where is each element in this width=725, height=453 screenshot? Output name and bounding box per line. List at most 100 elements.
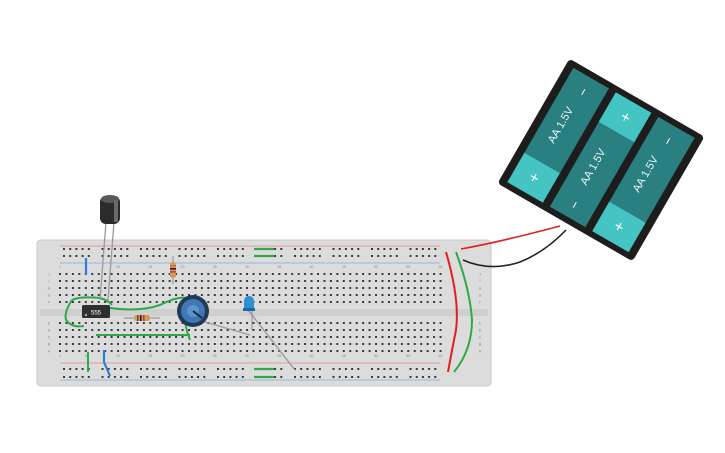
hole[interactable] <box>400 287 403 289</box>
hole[interactable] <box>110 322 113 324</box>
hole[interactable] <box>220 322 223 324</box>
hole[interactable] <box>375 287 378 289</box>
rail-hole[interactable] <box>383 255 386 257</box>
hole[interactable] <box>310 273 313 275</box>
hole[interactable] <box>342 329 345 331</box>
hole[interactable] <box>329 350 332 352</box>
hole[interactable] <box>284 301 287 303</box>
hole[interactable] <box>181 343 184 345</box>
rail-hole[interactable] <box>113 368 116 370</box>
hole[interactable] <box>375 343 378 345</box>
hole[interactable] <box>278 294 281 296</box>
hole[interactable] <box>258 273 261 275</box>
hole[interactable] <box>400 301 403 303</box>
hole[interactable] <box>226 294 229 296</box>
rail-hole[interactable] <box>197 248 200 250</box>
hole[interactable] <box>387 322 390 324</box>
rail-hole[interactable] <box>69 248 72 250</box>
rail-hole[interactable] <box>75 255 78 257</box>
hole[interactable] <box>407 329 410 331</box>
hole[interactable] <box>142 350 145 352</box>
hole[interactable] <box>181 280 184 282</box>
rail-hole[interactable] <box>389 376 392 378</box>
hole[interactable] <box>175 301 178 303</box>
hole[interactable] <box>271 343 274 345</box>
breadboard-holes[interactable] <box>59 248 442 378</box>
hole[interactable] <box>246 273 249 275</box>
hole[interactable] <box>413 329 416 331</box>
rail-hole[interactable] <box>217 248 219 250</box>
rail-hole[interactable] <box>351 248 354 250</box>
hole[interactable] <box>387 287 390 289</box>
rail-hole[interactable] <box>294 376 296 378</box>
hole[interactable] <box>142 301 145 303</box>
rail-hole[interactable] <box>113 376 116 378</box>
hole[interactable] <box>233 301 236 303</box>
hole[interactable] <box>400 280 403 282</box>
hole[interactable] <box>213 287 216 289</box>
rail-hole[interactable] <box>428 376 431 378</box>
rail-hole[interactable] <box>197 368 200 370</box>
hole[interactable] <box>297 280 300 282</box>
hole[interactable] <box>381 343 384 345</box>
hole[interactable] <box>381 329 384 331</box>
hole[interactable] <box>117 280 120 282</box>
hole[interactable] <box>271 273 274 275</box>
hole[interactable] <box>317 343 319 345</box>
hole[interactable] <box>342 343 345 345</box>
hole[interactable] <box>91 301 94 303</box>
hole[interactable] <box>278 329 281 331</box>
hole[interactable] <box>420 322 423 324</box>
rail-hole[interactable] <box>371 376 373 378</box>
battery-lead-red[interactable] <box>460 225 561 250</box>
hole[interactable] <box>136 280 139 282</box>
hole[interactable] <box>362 280 365 282</box>
hole[interactable] <box>297 336 300 338</box>
hole[interactable] <box>149 287 152 289</box>
hole[interactable] <box>291 343 294 345</box>
hole[interactable] <box>142 322 145 324</box>
rail-hole[interactable] <box>120 376 123 378</box>
hole[interactable] <box>368 287 371 289</box>
hole[interactable] <box>59 343 61 345</box>
hole[interactable] <box>104 301 107 303</box>
hole[interactable] <box>349 294 352 296</box>
hole[interactable] <box>387 294 390 296</box>
hole[interactable] <box>91 294 94 296</box>
rail-hole[interactable] <box>300 255 303 257</box>
hole[interactable] <box>65 287 68 289</box>
rail-hole[interactable] <box>421 368 424 370</box>
hole[interactable] <box>65 322 68 324</box>
rail-hole[interactable] <box>344 368 347 370</box>
rail-hole[interactable] <box>75 248 78 250</box>
hole[interactable] <box>381 280 384 282</box>
hole[interactable] <box>84 294 87 296</box>
rail-hole[interactable] <box>338 248 341 250</box>
hole[interactable] <box>407 343 410 345</box>
rail-hole[interactable] <box>371 248 373 250</box>
hole[interactable] <box>278 280 281 282</box>
hole[interactable] <box>149 273 152 275</box>
rail-hole[interactable] <box>377 376 380 378</box>
hole[interactable] <box>420 350 423 352</box>
hole[interactable] <box>271 280 274 282</box>
hole[interactable] <box>91 287 94 289</box>
hole[interactable] <box>329 273 332 275</box>
hole[interactable] <box>175 273 178 275</box>
rail-hole[interactable] <box>101 368 104 370</box>
potentiometer[interactable] <box>177 295 251 336</box>
hole[interactable] <box>200 280 203 282</box>
rail-hole[interactable] <box>190 368 193 370</box>
hole[interactable] <box>291 329 294 331</box>
rail-hole[interactable] <box>223 368 226 370</box>
hole[interactable] <box>117 343 120 345</box>
hole[interactable] <box>155 336 158 338</box>
hole[interactable] <box>97 301 100 303</box>
hole[interactable] <box>426 350 429 352</box>
hole[interactable] <box>220 301 223 303</box>
hole[interactable] <box>258 294 261 296</box>
hole[interactable] <box>59 350 61 352</box>
hole[interactable] <box>136 343 139 345</box>
hole[interactable] <box>265 336 268 338</box>
hole[interactable] <box>110 329 113 331</box>
